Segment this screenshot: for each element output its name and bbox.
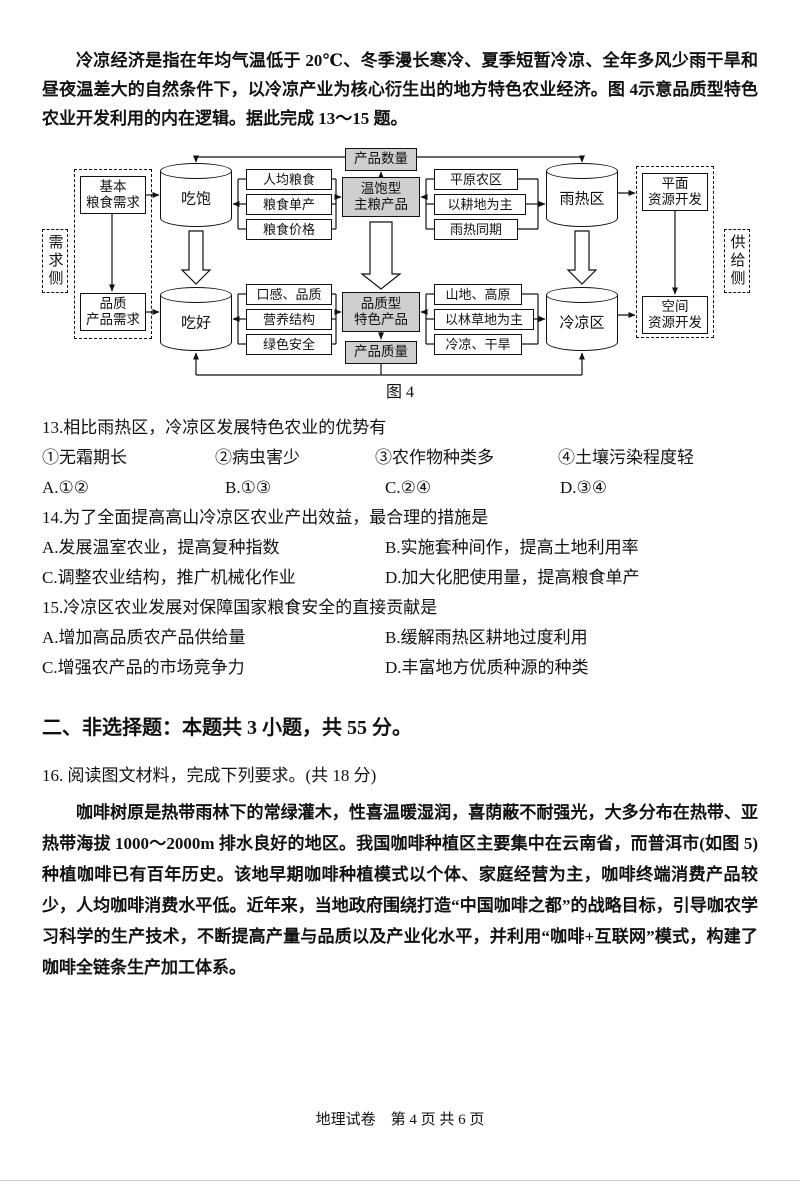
supply-dashed-frame xyxy=(636,166,714,338)
box-per-capita-grain: 人均粮食 xyxy=(246,169,332,190)
question-13-options: A.①② B.①③ C.②④ D.③④ xyxy=(42,473,758,503)
section-2-title: 二、非选择题：本题共 3 小题，共 55 分。 xyxy=(42,717,412,739)
cylinder-top xyxy=(546,287,618,303)
cylinder-label: 雨热区 xyxy=(559,191,605,208)
option-c: C.②④ xyxy=(385,478,432,497)
question-14: 14.为了全面提高高山冷凉区农业产出效益，最合理的措施是 A.发展温室农业，提高… xyxy=(42,503,758,593)
cylinder-body xyxy=(546,295,618,351)
cylinder-body xyxy=(546,171,618,227)
box-quality-product-demand: 品质 产品需求 xyxy=(80,293,146,331)
cylinder-body xyxy=(160,171,232,227)
option-c: C.增强农产品的市场竞争力 xyxy=(42,658,245,677)
cylinder-top xyxy=(160,163,232,179)
box-staple-product: 温饱型 主粮产品 xyxy=(342,177,420,217)
option-b: B.①③ xyxy=(225,478,272,497)
box-mountain-plateau: 山地、高原 xyxy=(434,284,522,305)
option-a: A.增加高品质农产品供给量 xyxy=(42,628,246,647)
option-a: A.发展温室农业，提高复种指数 xyxy=(42,538,280,557)
box-product-quantity: 产品数量 xyxy=(345,148,417,171)
option-a: A.①② xyxy=(42,478,90,497)
question-14-stem: 14.为了全面提高高山冷凉区农业产出效益，最合理的措施是 xyxy=(42,508,489,527)
cylinder-eat-well: 吃好 xyxy=(160,287,232,351)
cylinder-top xyxy=(160,287,232,303)
figure-4-caption: 图 4 xyxy=(385,384,414,401)
box-cool-dry: 冷凉、干旱 xyxy=(434,334,522,355)
question-13-items: ①无霜期长 ②病虫害少 ③农作物种类多 ④土壤污染程度轻 xyxy=(42,443,758,473)
item-2: ②病虫害少 xyxy=(215,448,300,467)
question-15-stem: 15.冷凉区农业发展对保障国家粮食安全的直接贡献是 xyxy=(42,598,438,617)
question-16-material: 咖啡树原是热带雨林下的常绿灌木，性喜温暖湿润，喜荫蔽不耐强光，大多分布在热带、亚… xyxy=(42,803,758,977)
option-b: B.实施套种间作，提高土地利用率 xyxy=(385,538,639,557)
box-basic-grain-demand: 基本 粮食需求 xyxy=(80,176,146,214)
cylinder-top xyxy=(546,163,618,179)
question-13-stem: 13.相比雨热区，冷凉区发展特色农业的优势有 xyxy=(42,418,387,437)
cylinder-rain-heat-zone: 雨热区 xyxy=(546,163,618,227)
option-d: D.③④ xyxy=(560,478,608,497)
question-15-options-row-2: C.增强农产品的市场竞争力 D.丰富地方优质种源的种类 xyxy=(42,653,758,683)
cylinder-eat-full: 吃饱 xyxy=(160,163,232,227)
box-grain-yield: 粮食单产 xyxy=(246,194,332,215)
figure-4-diagram: 需求侧 供给侧 基本 粮食需求 品质 产品需求 平面 资源开发 空间 资源开发 … xyxy=(42,141,754,381)
demand-side-label: 需求侧 xyxy=(42,229,68,293)
box-special-product: 品质型 特色产品 xyxy=(342,292,420,332)
cylinder-label: 冷凉区 xyxy=(559,315,605,332)
box-green-safety: 绿色安全 xyxy=(246,334,332,355)
cylinder-cool-zone: 冷凉区 xyxy=(546,287,618,351)
option-c: C.调整农业结构，推广机械化作业 xyxy=(42,568,296,587)
page-content: 冷凉经济是指在年均气温低于 20℃、冬季漫长寒冷、夏季短暂冷凉、全年多风少雨干旱… xyxy=(42,51,758,977)
scan-artifact-line xyxy=(0,1180,800,1181)
page-footer: 地理试卷 第 4 页 共 6 页 xyxy=(315,1112,485,1128)
option-b: B.缓解雨热区耕地过度利用 xyxy=(385,628,588,647)
diagram-connectors xyxy=(109,155,678,376)
cylinder-label: 吃好 xyxy=(180,315,211,332)
box-taste-quality: 口感、品质 xyxy=(246,284,332,305)
question-14-options-row-1: A.发展温室农业，提高复种指数 B.实施套种间作，提高土地利用率 xyxy=(42,533,758,563)
intro-paragraph: 冷凉经济是指在年均气温低于 20℃、冬季漫长寒冷、夏季短暂冷凉、全年多风少雨干旱… xyxy=(42,51,758,128)
item-3: ③农作物种类多 xyxy=(375,448,494,467)
box-grain-price: 粮食价格 xyxy=(246,219,332,240)
cylinder-label: 吃饱 xyxy=(180,191,211,208)
box-rain-heat-same-period: 雨热同期 xyxy=(434,219,518,240)
cylinder-body xyxy=(160,295,232,351)
question-14-options-row-2: C.调整农业结构，推广机械化作业 D.加大化肥使用量，提高粮食单产 xyxy=(42,563,758,593)
box-product-quality: 产品质量 xyxy=(345,341,417,364)
option-d: D.丰富地方优质种源的种类 xyxy=(385,658,589,677)
box-forest-grass-land: 以林草地为主 xyxy=(434,309,534,330)
box-cultivated-land: 以耕地为主 xyxy=(434,194,526,215)
demand-dashed-frame xyxy=(74,169,152,339)
question-16-stem: 16. 阅读图文材料，完成下列要求。(共 18 分) xyxy=(42,766,377,785)
box-space-resource: 空间 资源开发 xyxy=(642,296,708,334)
box-nutrition-structure: 营养结构 xyxy=(246,309,332,330)
option-d: D.加大化肥使用量，提高粮食单产 xyxy=(385,568,640,587)
question-13: 13.相比雨热区，冷凉区发展特色农业的优势有 ①无霜期长 ②病虫害少 ③农作物种… xyxy=(42,413,758,503)
item-1: ①无霜期长 xyxy=(42,448,127,467)
question-15-options-row-1: A.增加高品质农产品供给量 B.缓解雨热区耕地过度利用 xyxy=(42,623,758,653)
box-plain-farm-area: 平原农区 xyxy=(434,169,518,190)
box-plane-resource: 平面 资源开发 xyxy=(642,173,708,211)
supply-side-label: 供给侧 xyxy=(724,229,750,293)
question-15: 15.冷凉区农业发展对保障国家粮食安全的直接贡献是 A.增加高品质农产品供给量 … xyxy=(42,593,758,683)
item-4: ④土壤污染程度轻 xyxy=(558,448,694,467)
